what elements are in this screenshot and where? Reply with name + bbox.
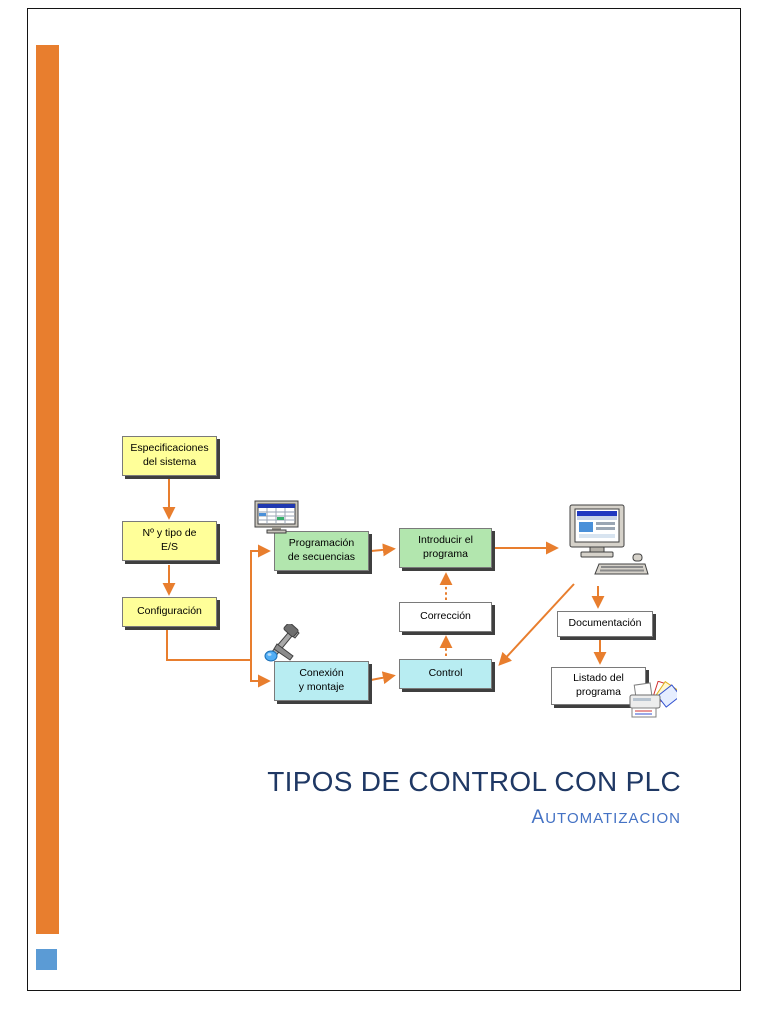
arrow-conexion-to-control: [370, 671, 396, 685]
spreadsheet-monitor-icon: [254, 500, 299, 534]
flow-node-listado: Listado del programa: [551, 667, 646, 705]
flow-node-label: Configuración: [137, 605, 202, 618]
flow-node-label: Nº y tipo de E/S: [142, 527, 197, 553]
title-block: TIPOS DE CONTROL CON PLC AUTOMATIZACION: [267, 766, 681, 829]
arrow-programacion-to-introducir: [370, 543, 396, 557]
flow-node-label: Corrección: [420, 610, 471, 623]
flow-node-num-tipo-es: Nº y tipo de E/S: [122, 521, 217, 561]
blue-accent-square: [36, 949, 57, 970]
connector-config-elbow: [166, 628, 251, 661]
flow-node-documentacion: Documentación: [557, 611, 653, 637]
desktop-computer-icon: [569, 504, 649, 575]
arrow-to-programacion: [250, 544, 271, 660]
subtitle-initial: A: [531, 807, 546, 828]
flow-node-label: Especificaciones del sistema: [130, 442, 209, 468]
flow-node-especificaciones: Especificaciones del sistema: [122, 436, 217, 476]
flow-node-label: Documentación: [568, 617, 642, 630]
page-title: TIPOS DE CONTROL CON PLC: [267, 766, 681, 797]
flow-node-label: Programación de secuencias: [287, 537, 356, 563]
subtitle-rest: UTOMATIZACION: [545, 810, 681, 827]
hand-tools-icon: [264, 624, 300, 662]
flow-node-correccion: Corrección: [399, 602, 492, 632]
flow-node-programacion: Programación de secuencias: [274, 531, 369, 571]
flow-node-control: Control: [399, 659, 492, 689]
flow-node-configuracion: Configuración: [122, 597, 217, 627]
flow-node-label: Listado del programa: [573, 672, 624, 698]
flow-node-label: Conexión y montaje: [298, 667, 345, 693]
printer-icon: [629, 681, 677, 718]
flow-node-conexion: Conexión y montaje: [274, 661, 369, 701]
page-subtitle: AUTOMATIZACION: [267, 807, 681, 829]
arrow-plc-to-control: [498, 583, 575, 666]
flow-node-introducir: Introducir el programa: [399, 528, 492, 568]
arrow-to-conexion: [250, 660, 271, 688]
flow-node-label: Control: [428, 667, 463, 680]
orange-accent-bar: [36, 45, 59, 934]
arrow-group: [162, 478, 607, 688]
flow-node-label: Introducir el programa: [418, 534, 473, 560]
